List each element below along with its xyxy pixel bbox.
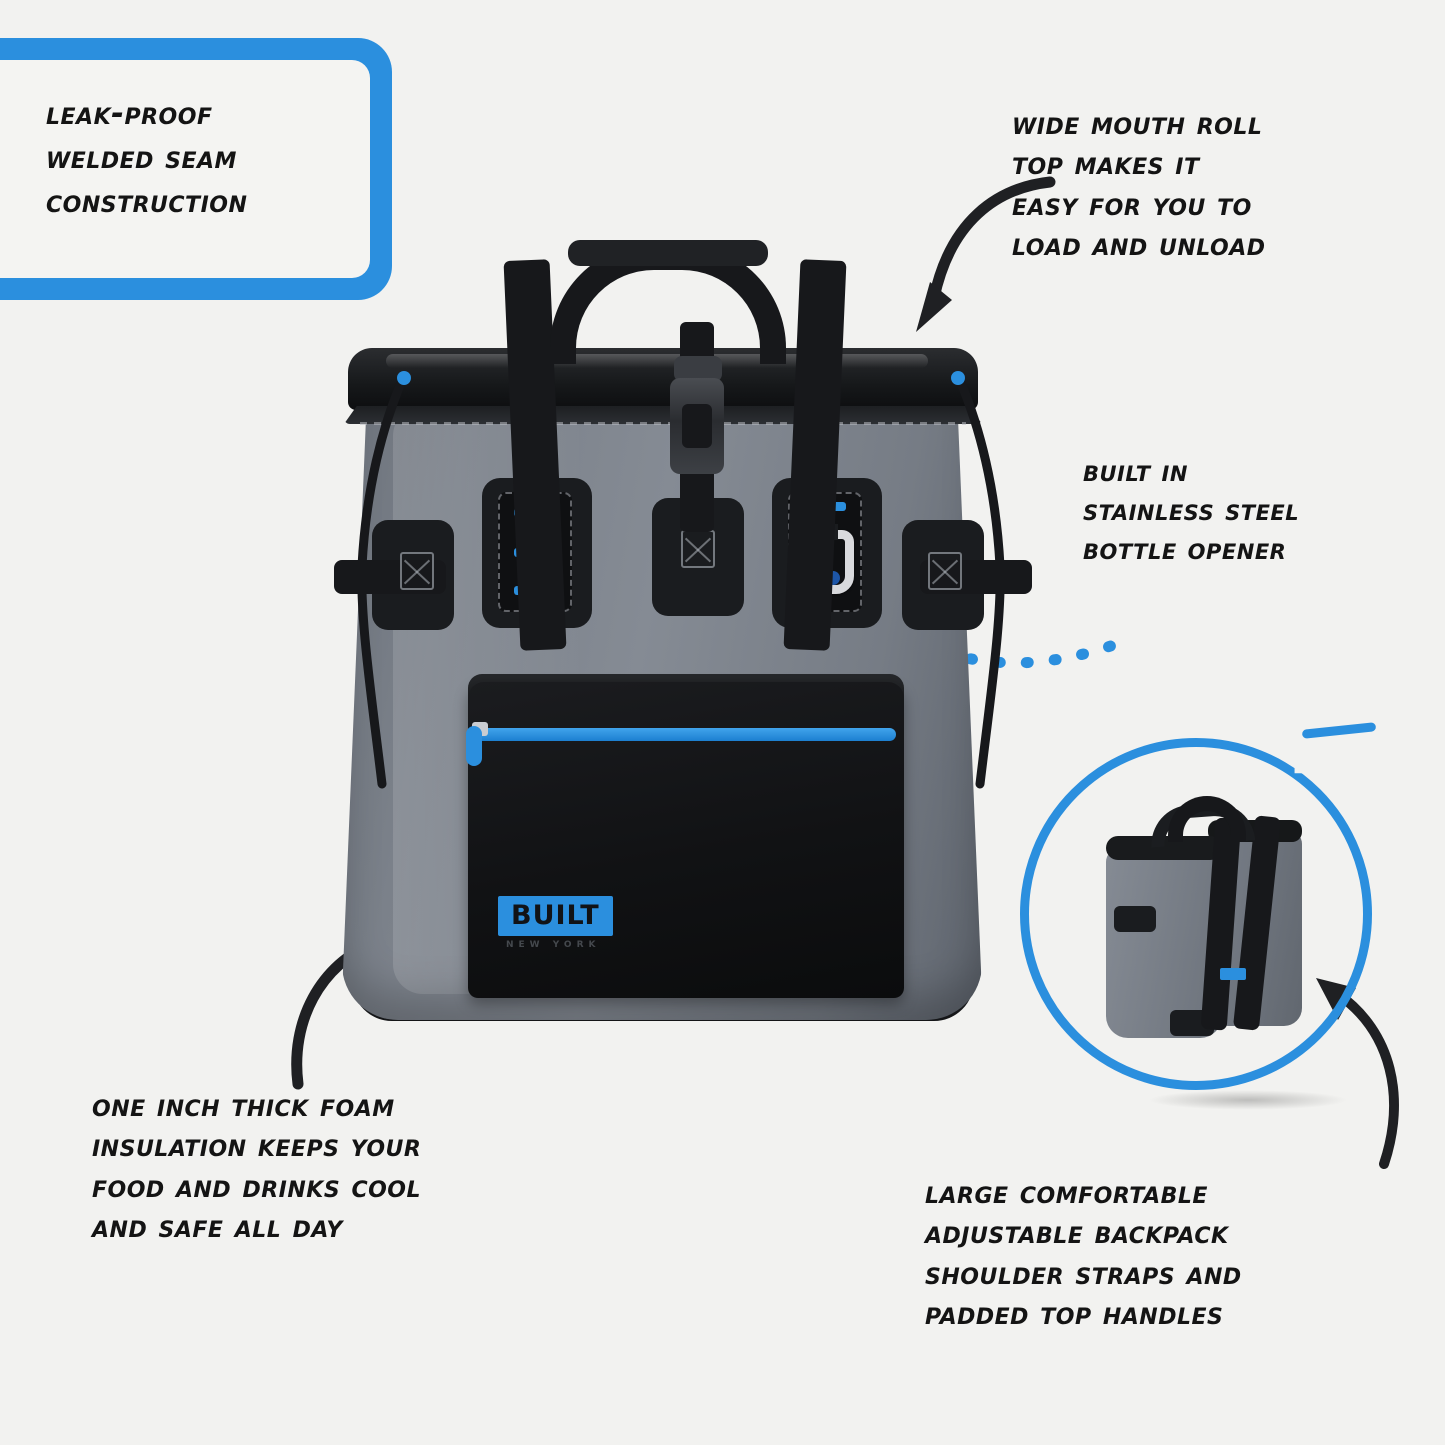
brand-logo-subtext: NEW YORK: [506, 940, 601, 950]
zipper-pull-tab: [466, 726, 482, 766]
center-buckle-icon: [670, 378, 724, 474]
product-cooler-backpack: BUILT NEW YORK: [300, 230, 1060, 1060]
mini-blue-accent: [1220, 968, 1246, 980]
mini-shadow: [1148, 1090, 1348, 1110]
callout-shoulder-straps-text: Large Comfortable Adjustable Backpack Sh…: [925, 1175, 1242, 1332]
callout-foam-insulation-text: One Inch Thick Foam insulation Keeps You…: [92, 1088, 422, 1245]
callout-box-leak-proof: [0, 38, 392, 300]
callout-leak-proof-text: Leak-Proof Welded Seam Construction: [46, 96, 248, 221]
mini-handle-inner: [1168, 796, 1246, 842]
padded-top-handle-grip: [568, 240, 768, 266]
inset-ring-circle: [1020, 738, 1372, 1090]
callout-box-inner: [0, 60, 370, 278]
mini-backpack-back-view: [1092, 790, 1348, 1110]
callout-bottle-opener-text: Built in stainless steel bottle opener: [1083, 454, 1300, 567]
brand-logo-text: BUILT: [511, 900, 600, 931]
roll-top-closure: [348, 348, 978, 410]
seam-stitching: [360, 422, 966, 425]
callout-wide-mouth-text: Wide Mouth Roll Top Makes It Easy For Yo…: [1012, 106, 1266, 263]
inset-back-view: [1020, 722, 1377, 1110]
right-x-box-stitch: [928, 552, 962, 590]
brand-logo-badge: BUILT: [498, 896, 613, 936]
inset-ring-tail: [1301, 722, 1377, 739]
center-x-box-stitch: [681, 530, 715, 568]
waterproof-zipper: [476, 728, 896, 741]
left-x-box-stitch: [400, 552, 434, 590]
mini-side-tab: [1114, 906, 1156, 932]
